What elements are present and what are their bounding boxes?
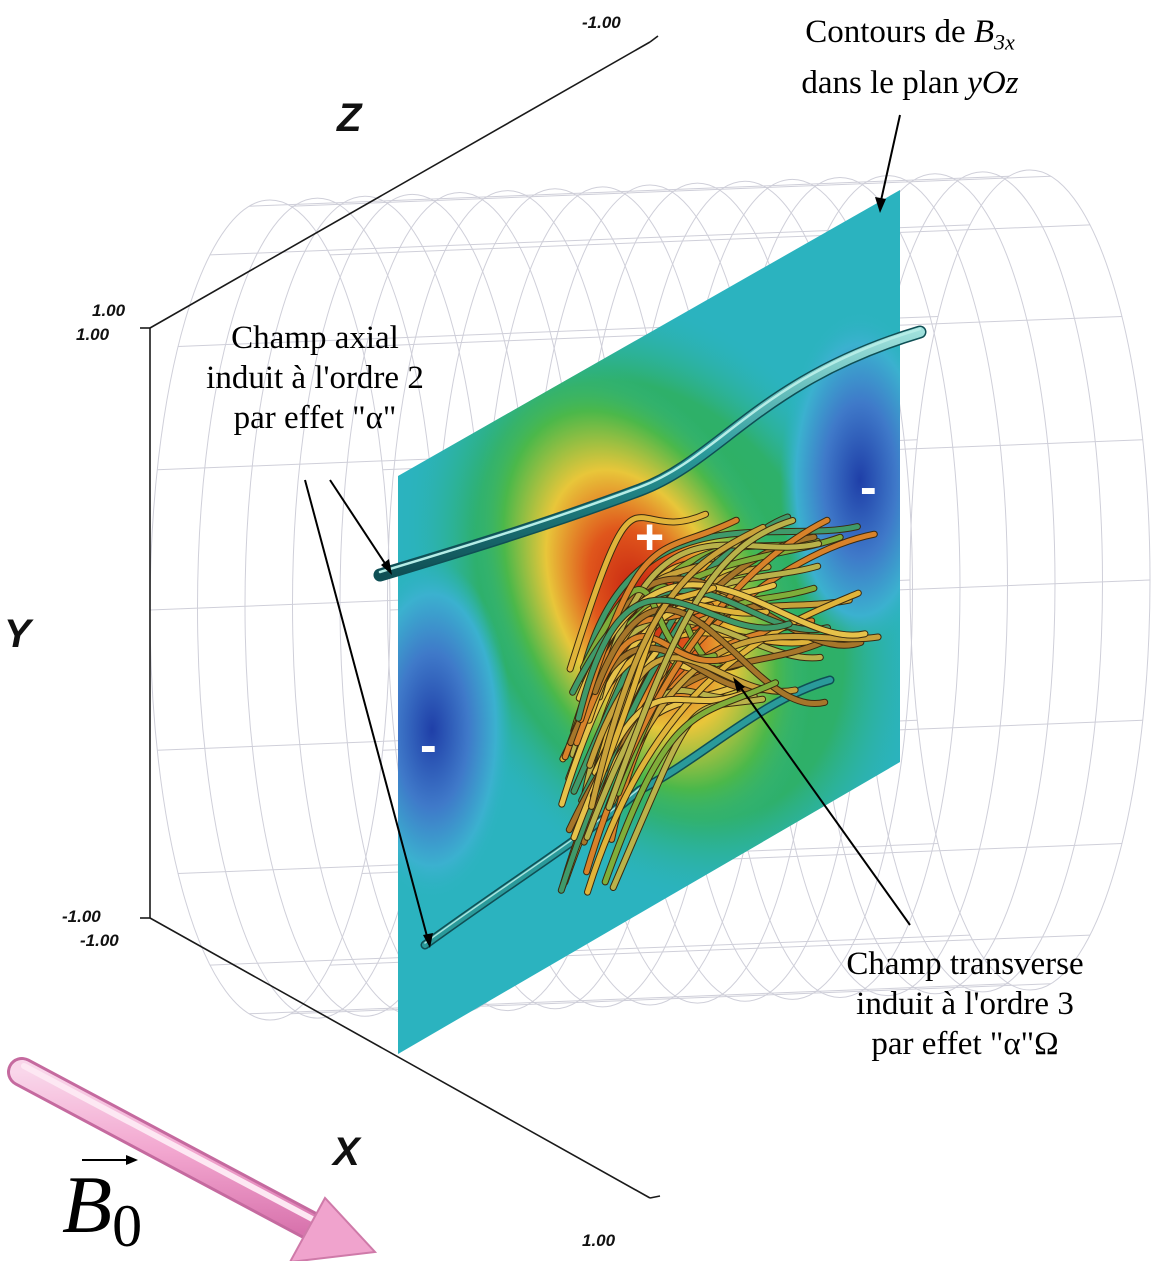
axial-line2: induit à l'ordre 2 (206, 360, 424, 396)
vector-arrow-icon (82, 1155, 138, 1165)
mesh-line (290, 175, 1051, 207)
mesh-line (249, 175, 1010, 207)
y-axis-tick-top-2: 1.00 (76, 325, 110, 344)
plus-sign: + (635, 509, 665, 565)
x-axis-tick-origin: -1.00 (80, 931, 119, 950)
transverse-line3: par effet "α"Ω (871, 1026, 1059, 1062)
field-line-tube (602, 680, 778, 885)
b0-field-arrow (7, 1057, 378, 1261)
field-line-tube (606, 518, 796, 810)
y-axis-tick-top: 1.00 (92, 301, 126, 320)
axial-field-annotation: Champ axial induit à l'ordre 2 par effet… (165, 318, 465, 438)
field-line-tube (592, 607, 828, 707)
axial-line3: par effet "α" (233, 400, 397, 436)
annotation-leaders (304, 114, 911, 941)
field-line-tube (612, 633, 881, 794)
field-line-tube (589, 524, 766, 809)
mesh-line (329, 224, 1091, 256)
field-line-tube (576, 597, 792, 721)
contours-line2: dans le plan yOz (801, 64, 1019, 101)
mesh-line (209, 934, 971, 966)
minus-sign-right: - (860, 459, 877, 515)
leader-arrowheads (381, 197, 886, 948)
contours-annotation: Contours de B3x dans le plan yOz (760, 12, 1060, 103)
transverse-line1: Champ transverse (846, 946, 1084, 982)
axial-line1: Champ axial (231, 320, 399, 356)
z-axis-label: Z (337, 96, 362, 140)
mesh-ring (909, 169, 1151, 991)
b0-label: B0 (62, 1159, 143, 1260)
transverse-field-annotation: Champ transverse induit à l'ordre 3 par … (795, 944, 1135, 1064)
x-axis-tick-far: 1.00 (582, 1231, 616, 1250)
y-axis-tick-bottom: -1.00 (62, 907, 101, 926)
transverse-line2: induit à l'ordre 3 (856, 986, 1074, 1022)
axis-frame (140, 35, 661, 1199)
mesh-line (249, 983, 1010, 1015)
field-line-tube (567, 511, 708, 672)
minus-sign-left: - (420, 717, 437, 773)
field-line-tube (579, 524, 860, 681)
z-axis-tick-far: -1.00 (582, 13, 621, 32)
y-axis-label: Y (4, 612, 31, 656)
contours-line1: Contours de B3x (805, 14, 1015, 55)
x-axis-label: X (333, 1130, 360, 1174)
